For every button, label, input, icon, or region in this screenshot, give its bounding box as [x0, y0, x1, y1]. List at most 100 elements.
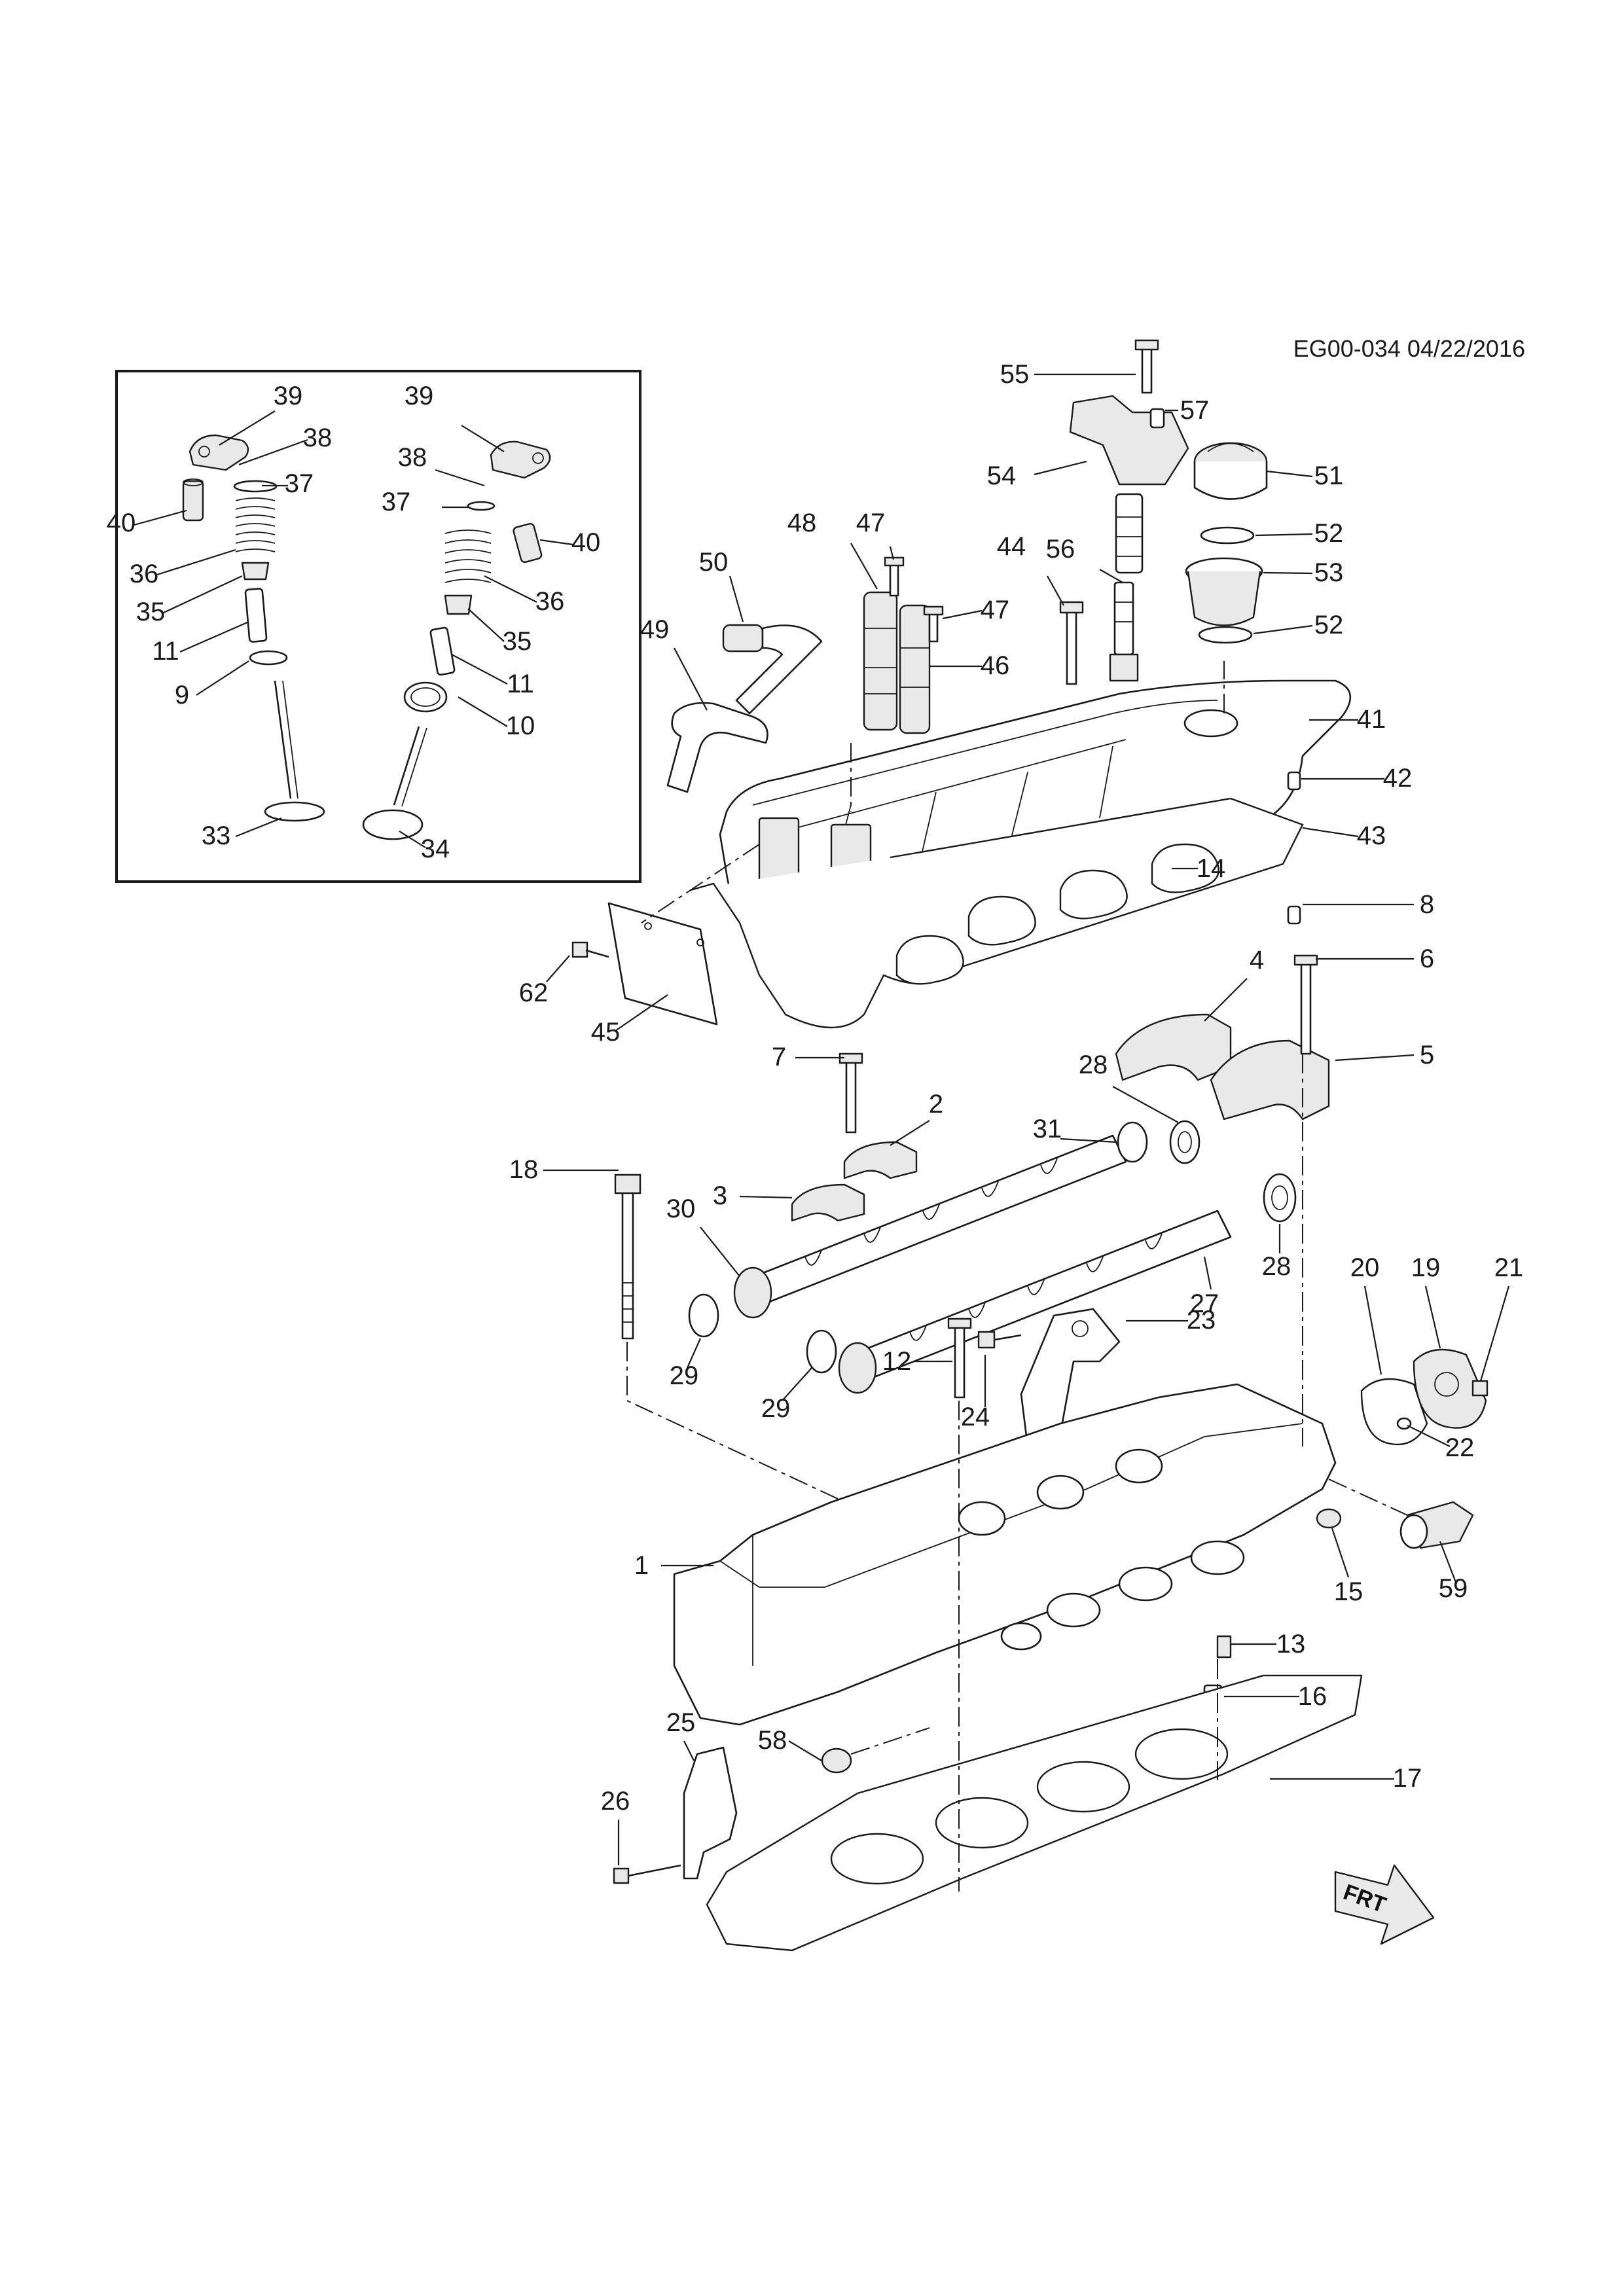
- leader-line: [156, 548, 236, 576]
- callout-51: 51: [1314, 461, 1344, 490]
- housing-bolt-21: [1471, 1380, 1489, 1397]
- leader-line: [782, 1367, 812, 1401]
- leader-line: [1203, 1256, 1212, 1290]
- callout-50: 50: [699, 548, 729, 577]
- inset-intake-valve: [264, 680, 325, 822]
- inset-valve-spring-left: [233, 480, 278, 552]
- inset-lash-adjuster-left: [182, 478, 204, 522]
- callout-7: 7: [772, 1043, 786, 1071]
- leader-line: [686, 1338, 702, 1369]
- leader-line: [1060, 1138, 1117, 1143]
- solenoid-bolt-lower: [923, 605, 944, 643]
- cover-dowel-42: [1287, 771, 1301, 791]
- document-reference: EG00-034 04/22/2016: [1293, 335, 1525, 362]
- head-bolt-18: [614, 1174, 641, 1340]
- callout-44: 44: [997, 532, 1026, 561]
- leader-line: [700, 1227, 740, 1277]
- callout-1: 1: [634, 1551, 649, 1580]
- spark-plug: [1109, 581, 1139, 682]
- callout-23: 23: [1187, 1306, 1216, 1335]
- cam-position-sensor-59: [1399, 1501, 1474, 1549]
- cylinder-head: [673, 1383, 1337, 1726]
- callout-5: 5: [1420, 1041, 1434, 1069]
- leader-line: [235, 817, 282, 838]
- bearing-cap-2: [843, 1141, 918, 1179]
- callout-20: 20: [1350, 1253, 1380, 1282]
- callout-2: 2: [929, 1090, 943, 1119]
- callout-37: 37: [285, 469, 314, 498]
- leader-line: [1204, 978, 1248, 1022]
- callout-39: 39: [274, 382, 303, 410]
- inset-valve-seat-right: [403, 681, 448, 713]
- leader-line: [539, 539, 573, 546]
- oil-filler-cap: [1193, 442, 1268, 500]
- callout-26: 26: [601, 1787, 630, 1816]
- oil-control-solenoid-46: [899, 604, 931, 734]
- callout-22: 22: [1445, 1433, 1475, 1462]
- cam-bearing-31: [1117, 1121, 1148, 1163]
- callout-57: 57: [1180, 396, 1210, 425]
- leader-line: [729, 575, 744, 622]
- callout-21: 21: [1494, 1253, 1524, 1282]
- leader-line: [942, 609, 983, 620]
- leader-line: [399, 831, 426, 848]
- bearing-cap-3: [791, 1183, 865, 1222]
- callout-47: 47: [981, 596, 1010, 624]
- intake-camshaft-30: [733, 1134, 1127, 1319]
- leader-line: [850, 543, 878, 590]
- cap-bolt-7: [839, 1052, 863, 1134]
- filler-o-ring-lower: [1198, 626, 1253, 644]
- leader-line: [615, 994, 668, 1031]
- leader-line: [179, 620, 249, 653]
- assembly-center-lines: [626, 661, 1408, 1892]
- callout-37: 37: [382, 488, 411, 516]
- bracket-bolt-24: [977, 1331, 1022, 1349]
- callout-47: 47: [856, 509, 886, 537]
- cap-bolt-6: [1293, 954, 1318, 1055]
- callout-8: 8: [1420, 890, 1434, 919]
- inset-valve-guide-right: [429, 626, 456, 676]
- callout-56: 56: [1046, 535, 1075, 564]
- callout-52: 52: [1314, 519, 1344, 548]
- callout-28: 28: [1079, 1050, 1108, 1079]
- callout-39: 39: [405, 382, 434, 410]
- leader-line: [889, 546, 895, 560]
- leader-line: [1363, 1285, 1382, 1375]
- front-direction-arrow: FRT: [1334, 1864, 1435, 1945]
- callout-55: 55: [1000, 360, 1030, 389]
- callout-24: 24: [961, 1403, 990, 1431]
- leader-line: [435, 469, 485, 487]
- callout-6: 6: [1420, 944, 1434, 973]
- cover-bolt-44: [1059, 601, 1084, 685]
- callout-58: 58: [758, 1726, 787, 1755]
- head-gasket: [706, 1674, 1363, 1952]
- inset-rocker-arm-left: [189, 434, 249, 471]
- leader-line: [788, 1740, 822, 1761]
- cam-sensor-bolt: [1134, 339, 1159, 394]
- leader-line: [1331, 1528, 1350, 1578]
- housing-gasket-20: [1360, 1378, 1428, 1446]
- callout-40: 40: [571, 528, 601, 557]
- leader-line: [1302, 827, 1359, 838]
- leader-line: [134, 509, 187, 526]
- thrust-washer-28b: [1263, 1173, 1297, 1223]
- leader-line: [461, 425, 505, 452]
- dowel-13: [1216, 1635, 1232, 1659]
- inset-valve-guide-left: [244, 588, 268, 643]
- callout-52: 52: [1314, 611, 1344, 639]
- oil-control-solenoid-48: [863, 591, 898, 731]
- callout-10: 10: [506, 711, 535, 740]
- callout-12: 12: [882, 1347, 912, 1376]
- bracket-25: [683, 1746, 738, 1880]
- callout-leader-lines: [134, 373, 1510, 1865]
- callout-35: 35: [136, 598, 166, 626]
- callout-36: 36: [535, 587, 565, 616]
- callout-42: 42: [1383, 764, 1413, 793]
- leader-line: [739, 1195, 793, 1199]
- pcv-hose-50: [722, 624, 823, 715]
- callout-11: 11: [507, 670, 534, 698]
- callout-30: 30: [666, 1194, 696, 1223]
- inset-valve-seal-right: [444, 594, 473, 615]
- leader-line: [484, 575, 537, 603]
